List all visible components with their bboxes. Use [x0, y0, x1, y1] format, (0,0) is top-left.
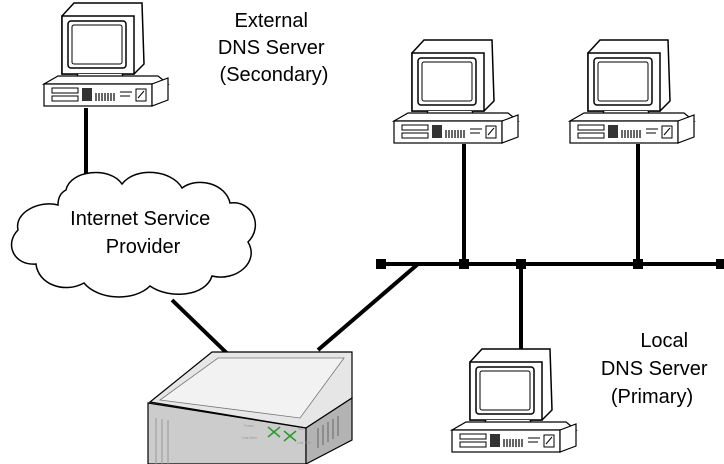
lan-junction — [459, 259, 469, 269]
cloud-icon — [10, 171, 257, 298]
led-label-link-tele: Link Tele — [297, 441, 311, 445]
connection-lines — [84, 108, 724, 364]
lan-workstation-2-computer-icon — [569, 39, 695, 144]
local-dns-server-computer-icon — [451, 348, 577, 453]
external-dns-server-computer-icon — [43, 2, 169, 107]
lan-junction — [633, 259, 643, 269]
external-dns-label-line-1: External — [235, 10, 308, 32]
local-dns-label-line-1: Local — [640, 330, 688, 352]
lan-workstation-1-computer-icon — [393, 39, 519, 144]
router-icon: Power Stat Link Mdm Link Tele — [147, 351, 353, 464]
link-router-lan — [316, 262, 420, 352]
isp-label-line-1: Internet Service — [70, 208, 210, 230]
external-dns-label-line-3: (Secondary) — [220, 64, 329, 86]
led-label-link-mdm: Link Mdm — [242, 436, 257, 440]
external-dns-label-line-2: DNS Server — [218, 37, 325, 59]
lan-junction — [516, 259, 526, 269]
external-dns-label: External DNS Server (Secondary) — [218, 10, 330, 86]
local-dns-label-line-2: DNS Server — [601, 358, 708, 380]
lan-junctions — [376, 259, 724, 269]
led-label-power: Power — [244, 424, 255, 428]
isp-label-line-2: Provider — [106, 236, 181, 258]
lan-terminator-left — [376, 259, 386, 269]
local-dns-label: Local DNS Server (Primary) — [601, 330, 713, 408]
local-dns-label-line-3: (Primary) — [611, 386, 693, 408]
isp-label: Internet Service Provider — [70, 208, 216, 258]
lan-terminator-right — [716, 259, 724, 269]
led-label-stat: Stat — [298, 427, 304, 431]
